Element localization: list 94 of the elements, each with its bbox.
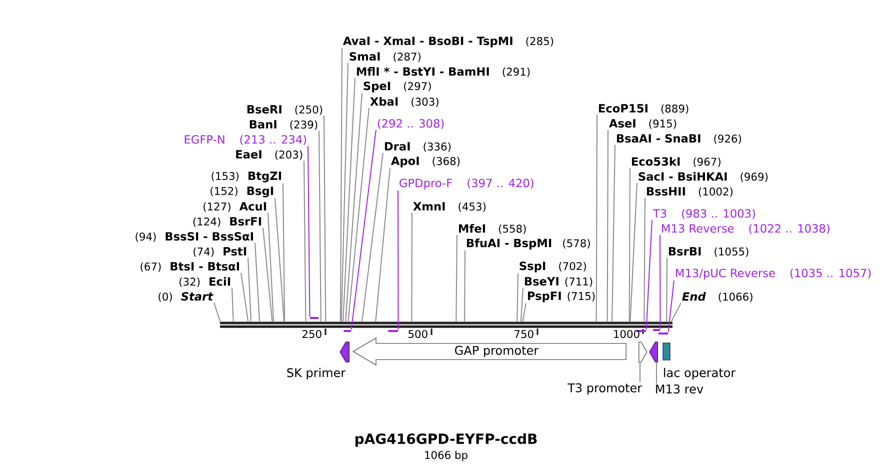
primer-label: (292 .. 308) bbox=[378, 118, 444, 130]
leader-line bbox=[232, 287, 234, 322]
leader-line bbox=[670, 302, 682, 322]
operator-box bbox=[662, 342, 670, 360]
leader-line bbox=[644, 197, 646, 322]
scale-label: 750 bbox=[514, 330, 534, 338]
leader-line bbox=[628, 167, 630, 322]
leader-line bbox=[520, 287, 524, 322]
leader-line bbox=[214, 302, 221, 322]
leader-line bbox=[456, 234, 458, 322]
leader-line bbox=[304, 160, 306, 322]
site-label: BfuAI - BspMI (578) bbox=[466, 238, 590, 250]
promoter-feature bbox=[638, 342, 648, 362]
leader-line bbox=[318, 130, 322, 322]
site-label: (94) BssSI - BssSαI bbox=[136, 232, 253, 242]
scale-label: 250 bbox=[302, 330, 322, 338]
leader-line bbox=[340, 62, 348, 322]
scale-label: 500 bbox=[408, 330, 428, 338]
site-label: End (1066) bbox=[682, 292, 752, 302]
leader-line bbox=[668, 280, 674, 333]
sequence-length: 1066 bp bbox=[425, 450, 468, 462]
site-label: MflI * - BstYI - BamHI (291) bbox=[356, 66, 530, 77]
leader-line bbox=[262, 227, 273, 322]
primer-site bbox=[649, 342, 658, 362]
site-label: MfeI (558) bbox=[458, 224, 526, 234]
leader-line bbox=[268, 212, 274, 322]
site-label: (74) PstI bbox=[194, 247, 246, 257]
feature-label: M13 rev bbox=[656, 384, 704, 394]
leader-line bbox=[656, 362, 657, 384]
leader-line bbox=[398, 190, 399, 330]
site-label: BanI (239) bbox=[250, 120, 318, 130]
leader-line bbox=[596, 114, 598, 322]
site-label: AvaI - XmaI - BsoBI - TspMI (285) bbox=[343, 36, 554, 48]
leader-line bbox=[342, 77, 356, 322]
scale-label: 1000 bbox=[614, 330, 640, 338]
leader-line bbox=[522, 302, 526, 322]
site-label: EcoP15I (889) bbox=[598, 104, 688, 114]
leader-line bbox=[274, 198, 285, 322]
site-label: PspFI (715) bbox=[528, 292, 595, 302]
leader-line bbox=[248, 257, 252, 322]
feature-label: lac operator bbox=[664, 368, 736, 380]
leader-line bbox=[348, 107, 370, 322]
site-label: DraI (336) bbox=[384, 142, 451, 152]
primer-site bbox=[340, 342, 350, 362]
site-label: SacI - BsiHKAI (969) bbox=[638, 172, 768, 182]
feature-label: SK primer bbox=[287, 368, 346, 380]
primer-label: EGFP-N (213 .. 234) bbox=[184, 134, 306, 146]
primer-label: M13 Reverse (1022 .. 1038) bbox=[662, 224, 830, 234]
leader-line bbox=[324, 115, 326, 322]
site-label: SspI (702) bbox=[520, 262, 586, 272]
leader-line bbox=[240, 272, 249, 322]
site-label: BsaAI - SnaBI (926) bbox=[616, 134, 742, 144]
leader-line bbox=[362, 152, 384, 322]
leader-line bbox=[666, 257, 668, 322]
leader-line bbox=[308, 145, 310, 318]
site-label: (67) BtsI - BtsαI bbox=[140, 262, 240, 272]
primer-label: T3 (983 .. 1003) bbox=[652, 208, 755, 220]
map-title: pAG416GPD-EYFP-ccdB bbox=[355, 433, 537, 447]
leader-line bbox=[411, 212, 412, 322]
site-label: (32) EciI bbox=[180, 276, 230, 287]
site-label: BsrBI (1055) bbox=[668, 247, 748, 257]
feature-label: T3 promoter bbox=[568, 383, 642, 395]
site-label: XbaI (303) bbox=[370, 96, 438, 107]
leader-line bbox=[612, 144, 616, 322]
site-label: BseYI (711) bbox=[524, 277, 592, 287]
leader-line bbox=[660, 234, 661, 330]
site-label: AseI (915) bbox=[609, 119, 676, 129]
primer-label: M13/pUC Reverse (1035 .. 1057) bbox=[676, 268, 871, 280]
leader-line bbox=[606, 129, 608, 322]
dna-backbone bbox=[220, 322, 672, 328]
leader-line bbox=[464, 250, 466, 322]
leader-line bbox=[254, 242, 260, 322]
site-label: XmnI (453) bbox=[413, 202, 486, 212]
leader-line bbox=[340, 48, 342, 322]
leader-line bbox=[282, 182, 286, 322]
site-label: SpeI (297) bbox=[364, 82, 431, 92]
site-label: EaeI (203) bbox=[236, 150, 302, 160]
primer-label: GPDpro-F (397 .. 420) bbox=[400, 178, 534, 190]
leader-line bbox=[630, 182, 638, 322]
site-label: (124) BsrFI bbox=[193, 217, 262, 227]
site-label: BssHII (1002) bbox=[646, 187, 733, 197]
leader-line bbox=[646, 219, 652, 330]
leader-line bbox=[345, 92, 362, 322]
site-label: (0) Start bbox=[158, 292, 214, 302]
site-label: BseRI (250) bbox=[247, 105, 322, 115]
site-label: (153) BtgZI bbox=[212, 172, 282, 182]
site-label: Eco53kI (967) bbox=[632, 156, 720, 167]
site-label: ApoI (368) bbox=[391, 156, 460, 168]
leader-line bbox=[350, 129, 376, 330]
leader-line bbox=[516, 272, 518, 322]
site-label: (127) AcuI bbox=[204, 202, 266, 212]
leader-line bbox=[375, 168, 390, 322]
site-label: (152) BsgI bbox=[210, 186, 274, 198]
site-label: SmaI (287) bbox=[350, 52, 421, 62]
